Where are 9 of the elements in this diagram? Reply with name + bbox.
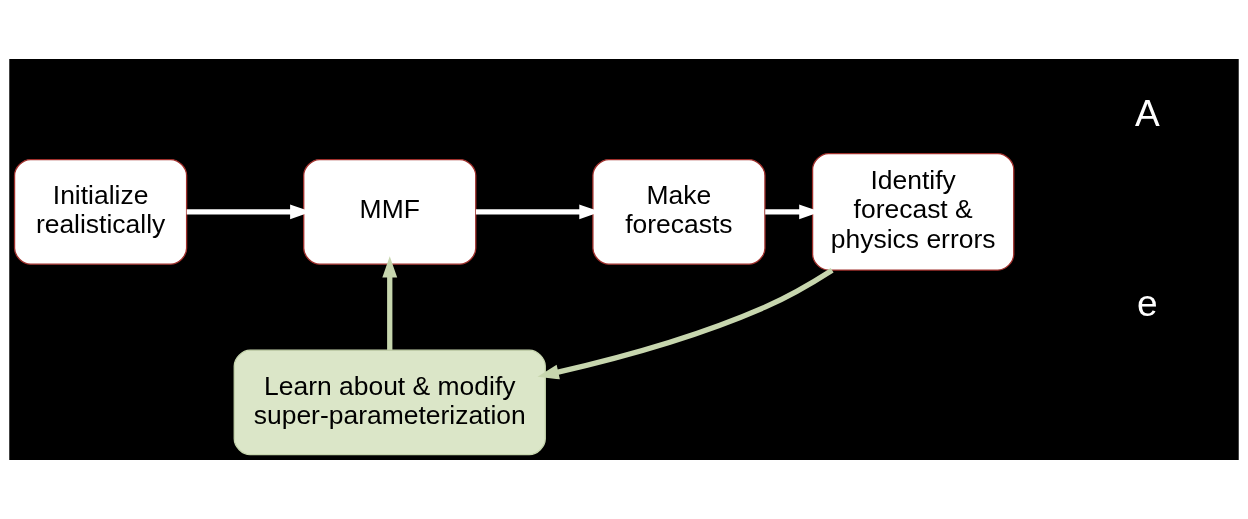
- node-box: Initialize realistically: [13, 158, 188, 265]
- label: A: [1135, 91, 1160, 134]
- label: e: [1137, 282, 1158, 325]
- node-box: Make forecasts: [592, 158, 766, 265]
- node-box: Identify forecast & physics errors: [811, 152, 1015, 271]
- arrow: [537, 268, 834, 380]
- node-box: Learn about & modify super-parameterization: [233, 349, 546, 456]
- node-box: MMF: [303, 158, 477, 265]
- arrow: [382, 256, 398, 350]
